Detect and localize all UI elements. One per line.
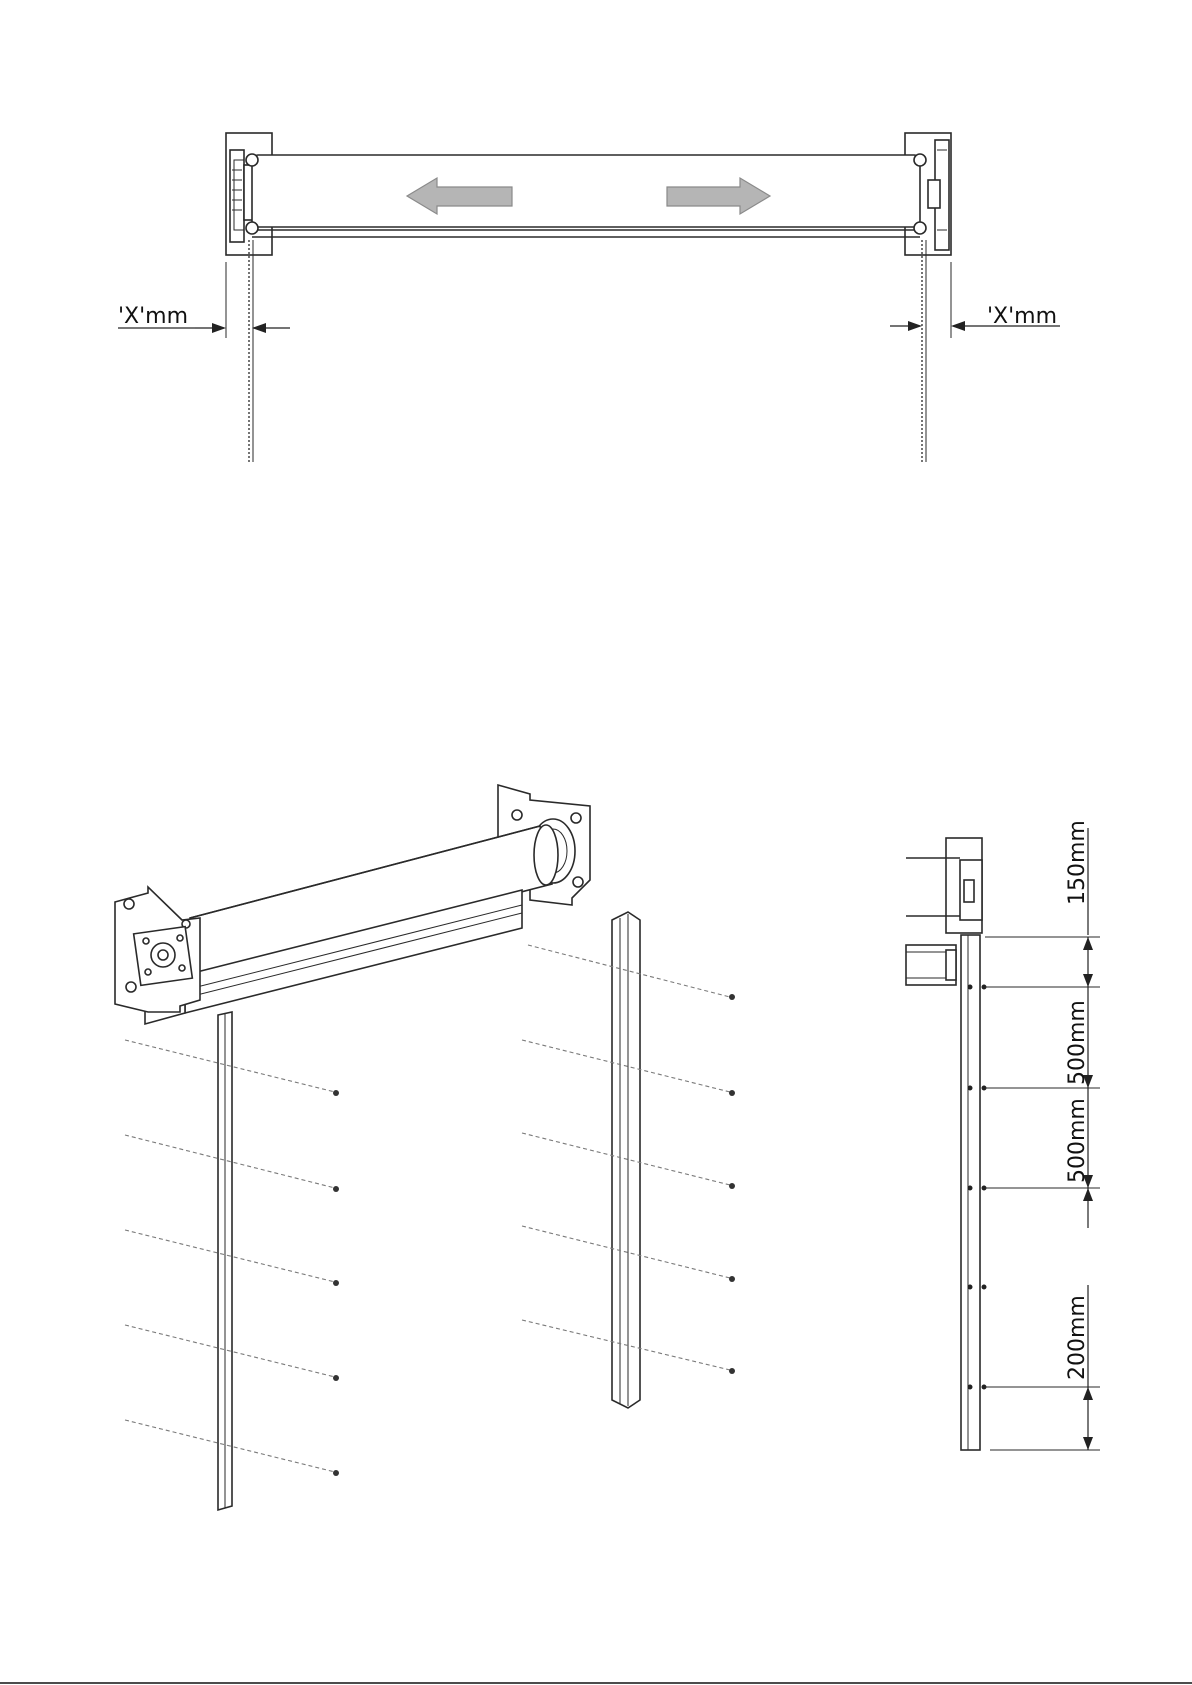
- isometric-assembly: [115, 785, 735, 1510]
- right-gap-label: 'X'mm: [987, 304, 1057, 329]
- right-fabric-edge: [922, 240, 926, 462]
- side-rail-profile: [906, 945, 956, 985]
- iso-left-channel: [218, 1012, 232, 1510]
- iso-left-bracket: [115, 887, 200, 1012]
- left-screws: [333, 1090, 339, 1476]
- dimension-500mm-lower: 500mm: [1065, 1098, 1090, 1183]
- left-fabric-edge: [249, 240, 253, 462]
- dimension-500mm-upper: 500mm: [1065, 1000, 1090, 1085]
- side-bracket: [906, 838, 982, 933]
- left-gap-label: 'X'mm: [118, 304, 188, 329]
- right-screws: [729, 994, 735, 1374]
- roller-tube: [246, 154, 926, 237]
- top-front-view: [118, 133, 1060, 462]
- dimension-200mm: 200mm: [1065, 1295, 1090, 1380]
- side-channel: [961, 935, 980, 1450]
- iso-right-channel: [612, 912, 640, 1408]
- dimension-150mm: 150mm: [1065, 820, 1090, 905]
